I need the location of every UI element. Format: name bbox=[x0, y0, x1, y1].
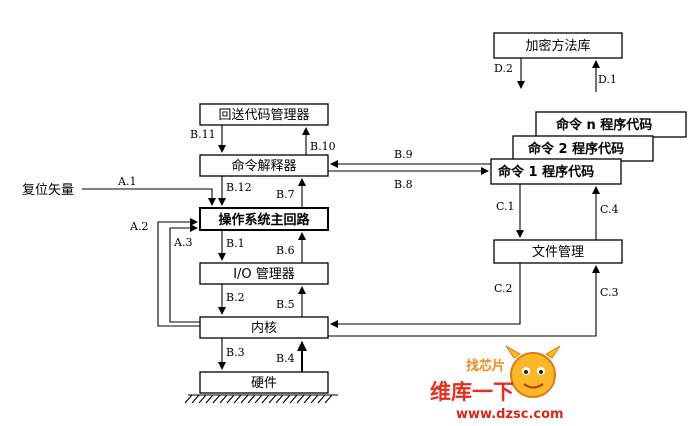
command-interpreter-label: 命令解释器 bbox=[231, 158, 296, 174]
os-main-loop-label: 操作系统主回路 bbox=[218, 212, 310, 228]
command-interpreter-node: 命令解释器 bbox=[199, 154, 329, 177]
label-b9: B.9 bbox=[394, 148, 413, 161]
edge-a3 bbox=[169, 224, 200, 323]
os-main-loop-node: 操作系统主回路 bbox=[199, 207, 329, 231]
command-1-program-node: 命令 1 程序代码 bbox=[490, 158, 622, 185]
hardware-label: 硬件 bbox=[251, 376, 277, 391]
crypto-library-node: 加密方法库 bbox=[493, 32, 623, 59]
reset-vector-label: 复位矢量 bbox=[22, 183, 74, 198]
label-d2: D.2 bbox=[494, 62, 513, 75]
kernel-node: 内核 bbox=[199, 316, 329, 339]
label-b12: B.12 bbox=[226, 181, 252, 194]
label-b6: B.6 bbox=[276, 244, 295, 257]
label-d1: D.1 bbox=[598, 73, 617, 86]
watermark: 找芯片 维库一下 www.dzsc.com bbox=[430, 345, 564, 422]
io-manager-node: I/O 管理器 bbox=[199, 262, 329, 285]
return-code-manager-node: 回送代码管理器 bbox=[199, 103, 329, 126]
command-1-program-label: 命令 1 程序代码 bbox=[497, 164, 594, 180]
mascot-icon bbox=[505, 345, 561, 398]
edge-c3 bbox=[328, 265, 600, 337]
label-c1: C.1 bbox=[496, 200, 515, 213]
command-n-program-node: 命令 n 程序代码 bbox=[535, 111, 687, 138]
file-manager-label: 文件管理 bbox=[532, 245, 584, 260]
label-a2: A.2 bbox=[129, 220, 148, 233]
label-c4: C.4 bbox=[600, 203, 619, 216]
label-b2: B.2 bbox=[226, 291, 245, 304]
watermark-logo-text: 找芯片 bbox=[466, 358, 505, 374]
edge-a2 bbox=[157, 218, 200, 327]
label-c3: C.3 bbox=[600, 286, 619, 299]
label-b1: B.1 bbox=[226, 237, 245, 250]
watermark-site-name: 维库一下 bbox=[430, 380, 514, 404]
label-b4: B.4 bbox=[276, 352, 295, 365]
file-manager-node: 文件管理 bbox=[493, 239, 623, 264]
label-b8: B.8 bbox=[394, 178, 413, 191]
edge-a1 bbox=[82, 188, 216, 206]
label-b10: B.10 bbox=[310, 140, 336, 153]
watermark-url: www.dzsc.com bbox=[456, 407, 564, 422]
label-b3: B.3 bbox=[226, 346, 245, 359]
kernel-label: 内核 bbox=[251, 320, 277, 336]
crypto-library-label: 加密方法库 bbox=[525, 38, 590, 54]
hardware-node: 硬件 bbox=[199, 371, 329, 394]
ground-hatch bbox=[184, 394, 338, 404]
label-b5: B.5 bbox=[276, 298, 295, 311]
label-b11: B.11 bbox=[190, 128, 216, 141]
edge-c2 bbox=[330, 263, 521, 328]
label-a1: A.1 bbox=[117, 175, 136, 188]
command-2-program-node: 命令 2 程序代码 bbox=[512, 135, 654, 162]
io-manager-label: I/O 管理器 bbox=[233, 267, 295, 282]
label-b7: B.7 bbox=[276, 188, 295, 201]
label-c2: C.2 bbox=[494, 282, 513, 295]
command-2-program-label: 命令 2 程序代码 bbox=[527, 141, 624, 157]
command-n-program-label: 命令 n 程序代码 bbox=[555, 117, 652, 133]
label-a3: A.3 bbox=[173, 236, 192, 249]
return-code-manager-label: 回送代码管理器 bbox=[218, 108, 309, 123]
